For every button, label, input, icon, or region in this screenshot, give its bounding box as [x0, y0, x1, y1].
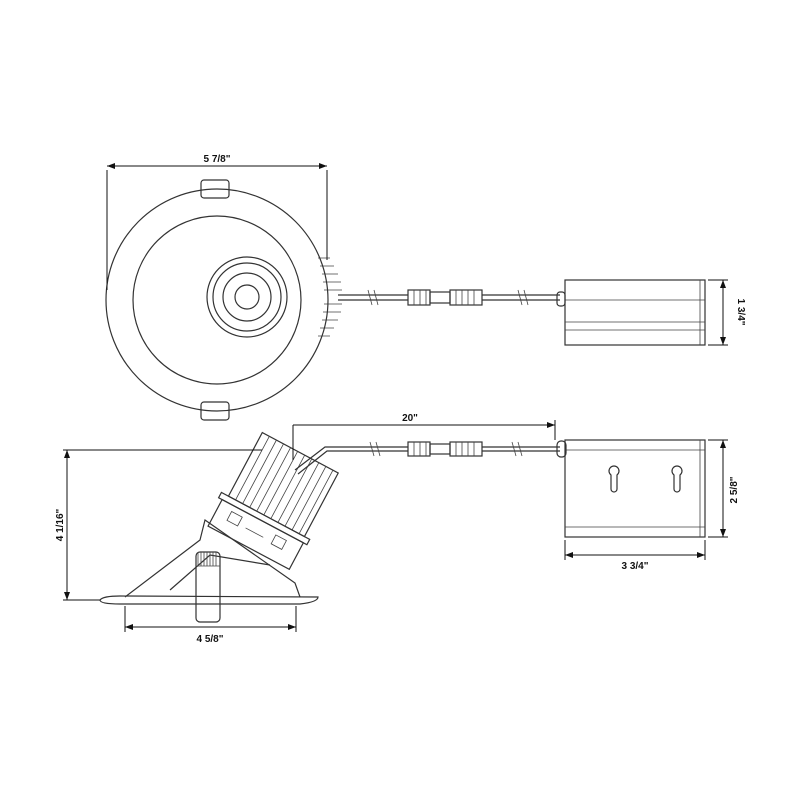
top-mounting-tab	[200, 179, 230, 199]
connector-male	[407, 289, 431, 306]
lens-center	[234, 284, 260, 310]
trim-flange	[99, 595, 319, 605]
connector-coupler	[429, 291, 451, 304]
dim-cable-length: 20"	[402, 413, 418, 424]
connector-female	[449, 289, 483, 306]
side-view-fixture	[99, 431, 340, 623]
dim-driver-length: 3 3/4"	[622, 561, 649, 572]
trim-outer-circle	[105, 188, 329, 412]
heat-sink	[207, 431, 340, 571]
lens-ring	[212, 262, 282, 332]
top-view-driver	[556, 279, 706, 346]
keyhole-slot-right	[671, 465, 683, 493]
bottom-mounting-tab	[200, 401, 230, 421]
dim-driver-width: 1 3/4"	[735, 299, 746, 326]
side-view-driver	[556, 439, 706, 538]
lens-outer-ring	[206, 256, 288, 338]
dimension-lines	[63, 163, 728, 632]
spring-clip	[195, 551, 221, 623]
dim-top-diameter: 5 7/8"	[204, 154, 231, 165]
lens-inner-ring	[222, 272, 272, 322]
top-view-cable	[338, 289, 560, 306]
heat-sink-fins	[318, 257, 342, 337]
keyhole-slot-left	[608, 465, 620, 493]
dim-driver-height: 2 5/8"	[729, 476, 740, 503]
side-view-cable	[294, 441, 560, 475]
trim-inner-circle	[132, 215, 302, 385]
dim-overall-height: 4 1/16"	[55, 508, 66, 541]
top-view-fixture	[105, 179, 342, 421]
dim-cutout-diameter: 4 5/8"	[197, 634, 224, 645]
